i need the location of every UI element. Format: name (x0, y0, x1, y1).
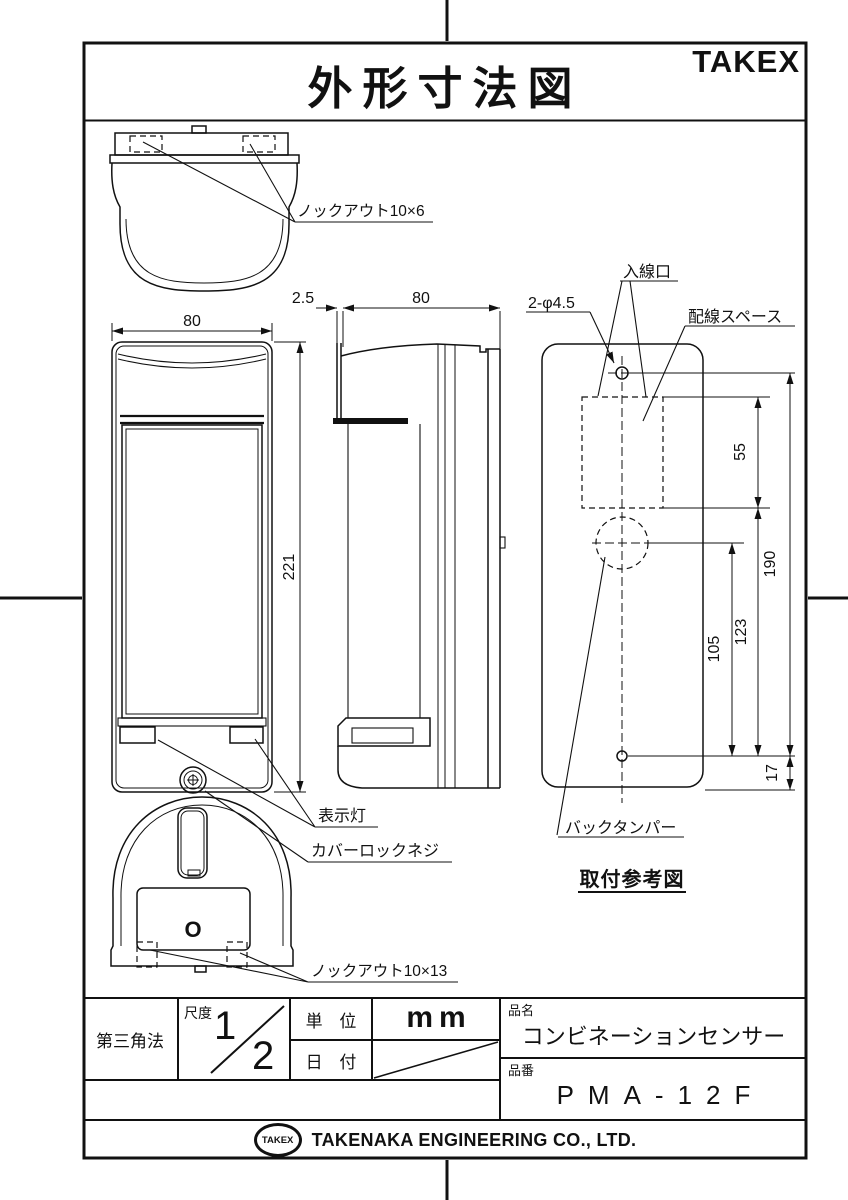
bottom-view: O ノックアウト10×13 (110, 796, 458, 983)
label-indicator-lamp: 表示灯 (318, 807, 366, 825)
front-view: 80 221 表示灯 カバーロックネジ (111, 313, 452, 863)
label-wiring-space: 配線スペース (688, 308, 782, 326)
wiring-space-area (581, 396, 664, 509)
bottom-marking: O (184, 917, 201, 942)
footer-bar: TAKEX TAKENAKA ENGINEERING CO., LTD. (82, 1120, 808, 1160)
cover-lock-screw (179, 766, 207, 794)
indicator-lamp-left (119, 726, 156, 744)
dim-wiring-space-height: 55 (732, 443, 749, 461)
dim-front-height: 221 (281, 554, 298, 581)
knockout-bottom-left (136, 941, 158, 968)
label-knockout-top: ノックアウト10×6 (297, 202, 425, 220)
knockout-top-left (129, 135, 163, 153)
label-knockout-bottom: ノックアウト10×13 (311, 962, 447, 980)
titleblock-scale-denominator: 2 (252, 1034, 275, 1078)
titleblock-scale-numerator: 1 (214, 1004, 237, 1048)
dim-bottom-hole-to-edge: 17 (764, 764, 781, 782)
label-mounting-holes: 2-φ4.5 (528, 295, 575, 312)
titleblock-unit-value: mm (406, 1001, 472, 1034)
back-tamper-area (595, 516, 649, 570)
titleblock-partno-label: 品番 (508, 1063, 535, 1078)
label-back-tamper: バックタンパー (565, 819, 676, 837)
titleblock-projection: 第三角法 (96, 1031, 164, 1051)
label-cover-lock-screw: カバーロックネジ (311, 842, 439, 860)
dim-front-width: 80 (183, 313, 201, 330)
dim-hole-pitch: 190 (762, 551, 779, 578)
brand-logo: TAKEX (692, 44, 800, 79)
mounting-hole-top (615, 366, 629, 380)
titleblock-date-label: 日 付 (305, 1052, 363, 1072)
titleblock-name-value: コンビネーションセンサー (521, 1024, 786, 1049)
label-wire-entry: 入線口 (623, 263, 671, 281)
dim-tamper-to-bottom-hole: 105 (706, 636, 723, 663)
takex-oval-logo: TAKEX (253, 1123, 302, 1157)
dim-side-gap: 2.5 (292, 290, 314, 307)
mounting-ref-caption: 取付参考図 (580, 867, 685, 891)
mounting-diagram: 55 123 105 190 17 入線口 2-φ4.5 配線スペース バックタ… (526, 263, 795, 893)
titleblock-unit-label: 単 位 (305, 1011, 363, 1031)
dim-side-depth: 80 (412, 290, 430, 307)
indicator-lamp-right (229, 726, 264, 744)
side-view: 2.5 80 (292, 290, 506, 789)
mounting-hole-bottom (616, 750, 628, 762)
knockout-bottom-right (226, 941, 248, 968)
dim-space-to-bottom-hole: 123 (733, 619, 750, 646)
knockout-top-right (242, 135, 276, 153)
page-title: 外形寸法図 (307, 63, 583, 114)
titleblock-scale-label: 尺度 (184, 1005, 212, 1021)
titleblock-name-label: 品名 (508, 1003, 535, 1018)
company-name: TAKENAKA ENGINEERING CO., LTD. (311, 1129, 637, 1150)
top-view: ノックアウト10×6 (109, 125, 433, 292)
titleblock-partno-value: PMA-12F (556, 1079, 765, 1110)
